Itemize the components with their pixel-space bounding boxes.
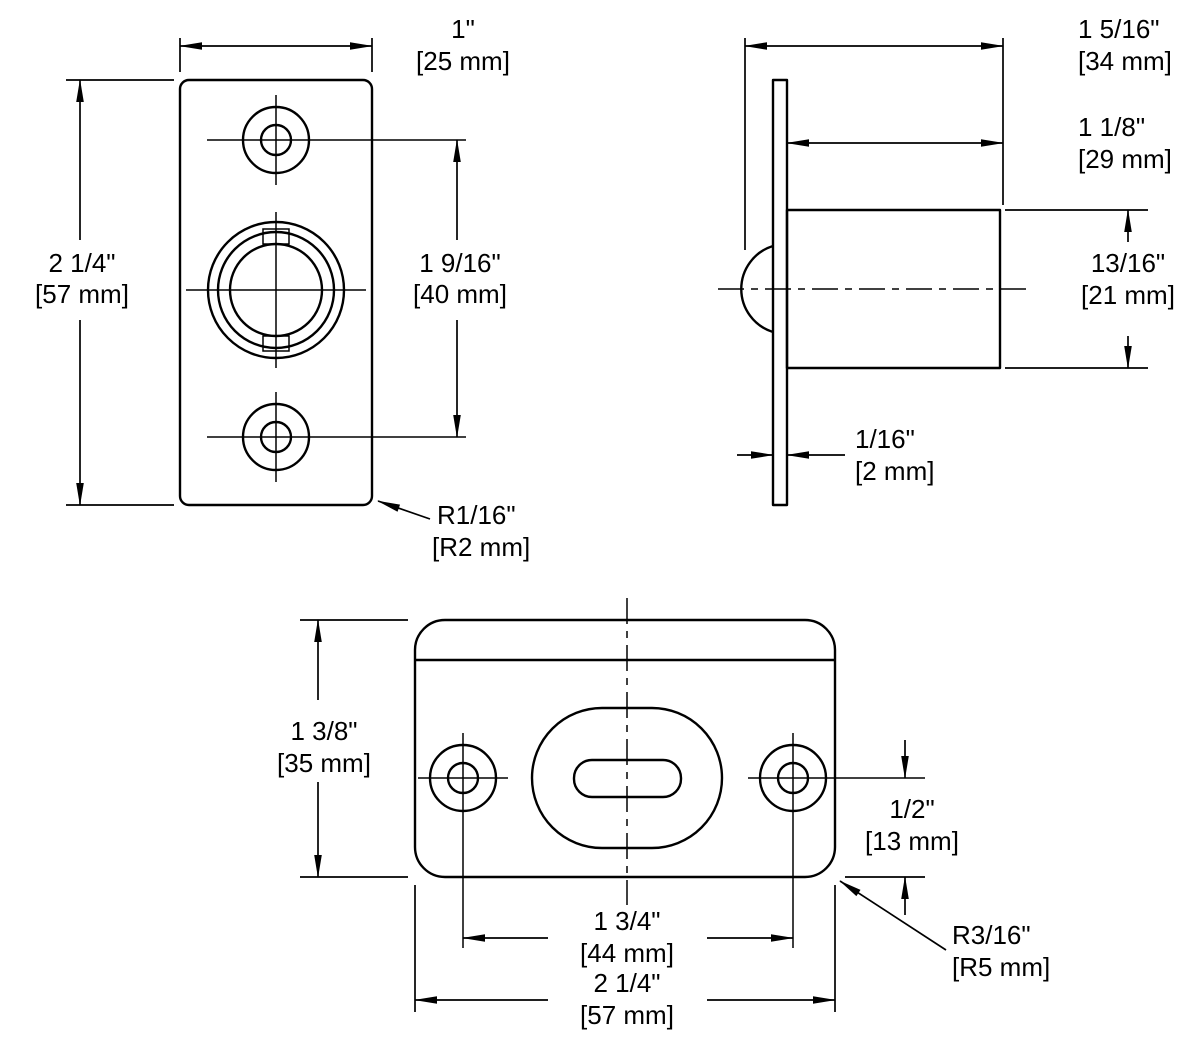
dim-bottom-overall-width: 2 1/4" [57 mm] — [414, 885, 836, 1030]
housing-outline — [530, 706, 724, 850]
dim-label-inch: 1 1/8" — [1078, 112, 1145, 142]
dim-label-inch: 1/2" — [889, 794, 934, 824]
bottom-left-screw-hole — [418, 733, 508, 948]
front-ball-catch — [186, 212, 366, 368]
dim-label-mm: [44 mm] — [580, 938, 674, 968]
dim-label-inch: 1 9/16" — [419, 248, 501, 278]
dim-label-mm: [57 mm] — [580, 1000, 674, 1030]
dim-label-mm: [R5 mm] — [952, 952, 1050, 982]
dim-side-plate-thickness: 1/16" [2 mm] — [737, 424, 934, 486]
side-plate-outline — [771, 78, 789, 507]
dim-label-inch: R1/16" — [437, 500, 516, 530]
dim-bottom-edge-offset: 1/2" [13 mm] — [845, 740, 959, 915]
bottom-ball-housing — [530, 706, 724, 850]
dim-label-mm: [40 mm] — [413, 279, 507, 309]
dim-bottom-height: 1 3/8" [35 mm] — [277, 619, 408, 878]
dim-bottom-corner-radius: R3/16" [R5 mm] — [839, 880, 1050, 982]
bottom-view: 1 3/8" [35 mm] 1/2" [13 mm] 1 3/4" [44 m… — [277, 598, 1050, 1030]
leader-line — [839, 880, 947, 951]
dim-label-mm: [34 mm] — [1078, 46, 1172, 76]
dim-label-inch: 1 3/8" — [290, 716, 357, 746]
dim-label-mm: [25 mm] — [416, 46, 510, 76]
dim-side-diameter: 13/16" [21 mm] — [1005, 209, 1175, 369]
dim-label-inch: 1" — [451, 14, 475, 44]
dim-front-width: 1" [25 mm] — [179, 14, 510, 76]
dim-label-inch: 2 1/4" — [48, 248, 115, 278]
front-bottom-screw-hole — [207, 392, 466, 482]
front-view: 1" [25 mm] 2 1/4" [57 mm] 1 9/16" [40 mm… — [35, 14, 530, 562]
dim-label-mm: [21 mm] — [1081, 280, 1175, 310]
dim-front-hole-spacing: 1 9/16" [40 mm] — [413, 139, 507, 438]
dim-front-height: 2 1/4" [57 mm] — [35, 79, 174, 506]
bottom-right-screw-hole — [748, 733, 925, 948]
housing-slot — [572, 758, 683, 799]
dim-label-inch: 13/16" — [1091, 248, 1165, 278]
dim-label-mm: [35 mm] — [277, 748, 371, 778]
leader-line — [377, 500, 431, 520]
dim-label-mm: [13 mm] — [865, 826, 959, 856]
dim-front-corner-radius: R1/16" [R2 mm] — [377, 500, 530, 562]
front-top-screw-hole — [207, 95, 466, 185]
dim-label-inch: 1 5/16" — [1078, 14, 1160, 44]
side-view: 1 5/16" [34 mm] 1 1/8" [29 mm] 13/16" [2… — [718, 14, 1175, 507]
dim-label-inch: 2 1/4" — [593, 968, 660, 998]
dim-side-body-depth: 1 1/8" [29 mm] — [786, 112, 1172, 174]
dim-label-mm: [2 mm] — [855, 456, 934, 486]
front-plate-outline — [178, 78, 374, 507]
dim-bottom-hole-spacing: 1 3/4" [44 mm] — [462, 906, 794, 968]
bottom-plate-outline — [413, 618, 837, 879]
dim-side-overall: 1 5/16" [34 mm] — [744, 14, 1172, 250]
dim-label-inch: 1/16" — [855, 424, 915, 454]
dim-label-inch: 1 3/4" — [593, 906, 660, 936]
dim-label-inch: R3/16" — [952, 920, 1031, 950]
dim-label-mm: [R2 mm] — [432, 532, 530, 562]
dim-label-mm: [29 mm] — [1078, 144, 1172, 174]
dim-label-mm: [57 mm] — [35, 279, 129, 309]
